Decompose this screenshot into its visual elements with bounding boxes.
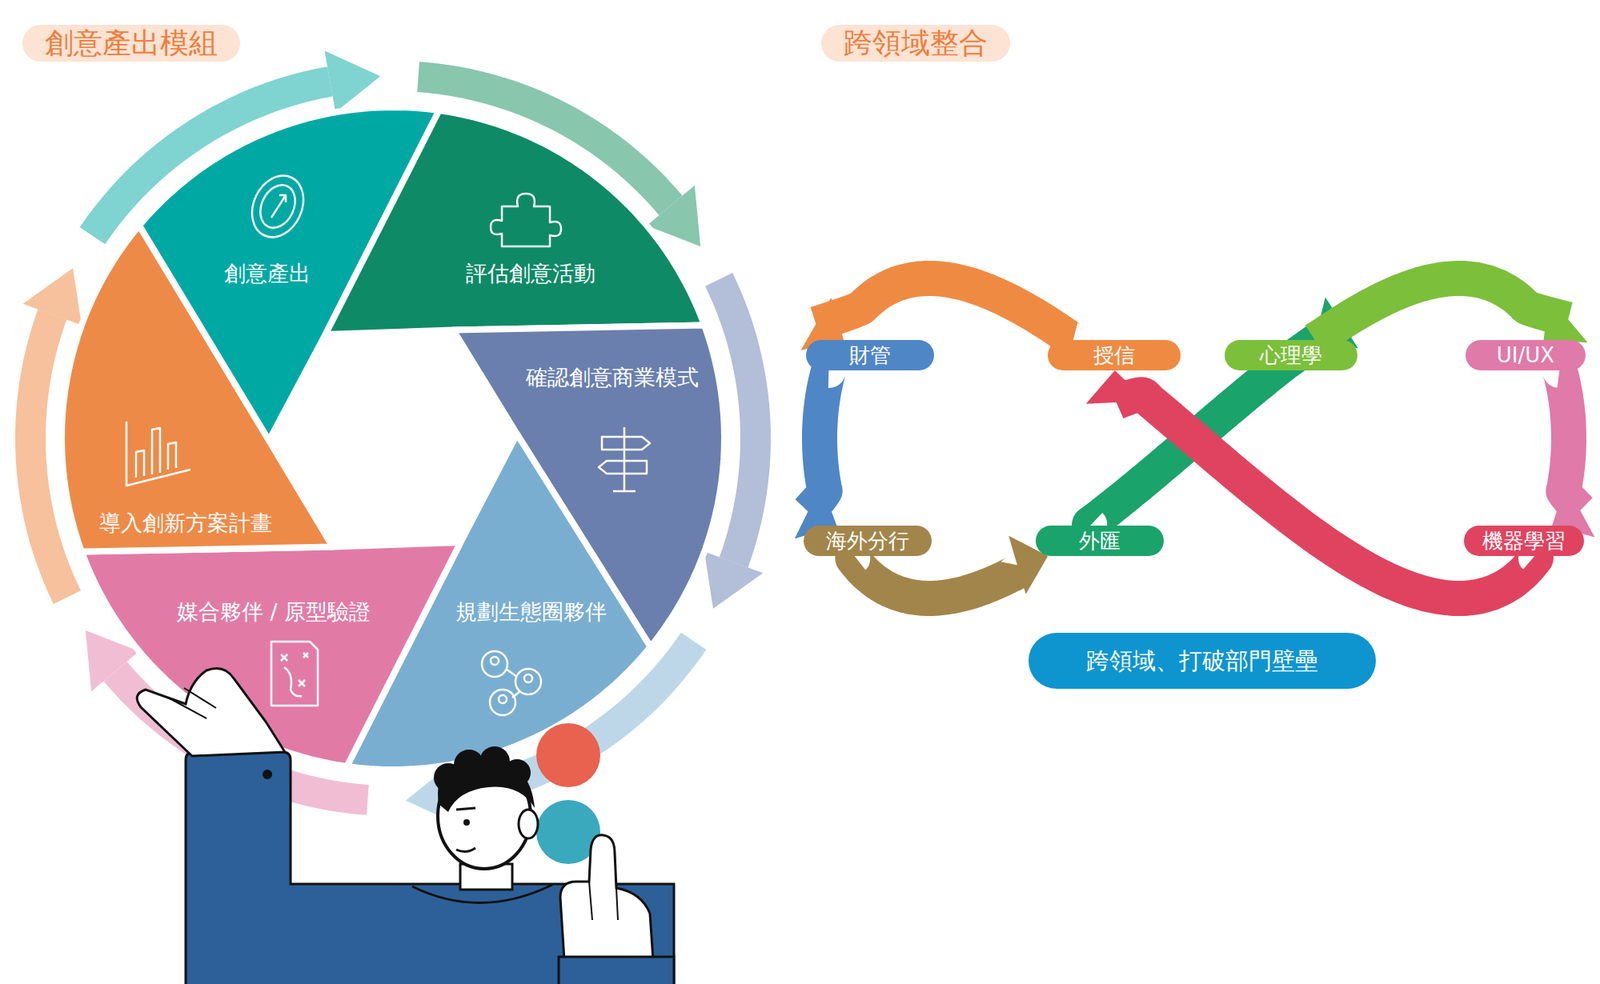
icon-part: [242, 167, 313, 246]
flow-arrow: [1086, 370, 1536, 599]
icon-part: [524, 674, 533, 683]
icon-part: [490, 657, 499, 666]
button: [262, 769, 273, 780]
icon-part: [271, 195, 286, 218]
icon: [126, 421, 191, 486]
domain-pill: 授信: [1047, 340, 1181, 371]
flow-arrow: [794, 370, 838, 539]
aperture-blade: [81, 542, 461, 767]
label-text: 心理學: [1232, 343, 1350, 368]
domain-pill: 海外分行: [803, 525, 932, 557]
raised-hand: [136, 669, 285, 757]
label-text: 創意產出: [224, 260, 311, 287]
stage-label: 規劃生態圈夥伴: [452, 597, 610, 627]
pointing-hand: [560, 835, 654, 961]
ring-arrow-head: [324, 50, 381, 113]
stage-label: 評估創意活動: [462, 259, 599, 289]
icon: [490, 193, 562, 247]
heading-pill: 跨領域整合: [821, 24, 1011, 62]
domain-pill: 心理學: [1224, 340, 1358, 371]
flow-arrow: [1315, 278, 1588, 343]
stage-label: 創意產出: [220, 259, 314, 289]
label-text: 機器學習: [1471, 529, 1576, 554]
icon-part: [280, 653, 309, 697]
label-text: 確認創意商業模式: [525, 364, 699, 391]
stage-label: 導入創新方案計畫: [96, 509, 276, 538]
stage-label: 確認創意商業模式: [522, 363, 702, 393]
eye: [463, 819, 470, 827]
icon-part: [505, 669, 521, 698]
flow-arrow: [1551, 370, 1595, 538]
icon: [598, 427, 650, 492]
summary-pill: 跨領域、打破部門壁壘: [1028, 633, 1376, 690]
label-text: 跨領域、打破部門壁壘: [1044, 647, 1360, 675]
flow-band: [1116, 394, 1536, 599]
domain-pill: UI/UX: [1465, 340, 1586, 371]
domain-pill: 外匯: [1035, 525, 1164, 557]
ring-arrow-head: [704, 552, 763, 610]
eyebrow: [456, 808, 476, 811]
cuff: [558, 957, 674, 984]
icon-part: [489, 689, 516, 716]
finger-line: [168, 688, 217, 719]
label-text: UI/UX: [1473, 343, 1578, 368]
label-text: 創意產出模組: [44, 27, 218, 60]
flow-band: [1315, 278, 1569, 341]
jacket: [185, 752, 674, 984]
flow-band: [852, 556, 1018, 599]
label-text: 財管: [814, 343, 927, 368]
label-text: 海外分行: [811, 529, 924, 554]
label-text: 授信: [1055, 343, 1173, 368]
label-text: 規劃生態圈夥伴: [455, 599, 607, 626]
label-text: 媒合夥伴 / 原型驗證: [176, 599, 371, 626]
domain-pill: 機器學習: [1463, 525, 1584, 557]
label-text: 跨領域整合: [843, 27, 988, 60]
person-figure: [136, 669, 674, 984]
collar: [412, 885, 553, 904]
ear: [518, 810, 538, 839]
label-text: 導入創新方案計畫: [99, 510, 273, 537]
icon: [481, 651, 542, 716]
ring-arrow-head: [23, 268, 82, 325]
aperture-blade: [61, 225, 333, 553]
dot: [536, 723, 601, 788]
domain-pill: 財管: [806, 340, 935, 371]
icon-part: [481, 651, 508, 678]
flow-band: [1559, 370, 1580, 511]
icon-part: [598, 427, 650, 492]
label-text: 外匯: [1043, 529, 1156, 554]
icon-part: [126, 421, 191, 486]
icon-part: [498, 695, 507, 704]
heading-pill: 創意產出模組: [22, 24, 241, 62]
icon: [271, 641, 318, 706]
arrow-head: [1086, 370, 1147, 405]
hair: [453, 749, 485, 781]
hair: [503, 759, 531, 787]
finger-line: [589, 882, 618, 921]
mouth: [456, 848, 476, 853]
icon-part: [271, 641, 318, 706]
flow-band: [815, 278, 1073, 341]
label-text: 評估創意活動: [465, 260, 596, 287]
flow-band: [807, 370, 829, 512]
aperture-blade: [325, 110, 705, 335]
icon-part: [253, 179, 302, 234]
arrow-head: [1543, 296, 1588, 343]
icon: [242, 167, 313, 246]
icon-part: [490, 193, 562, 247]
stage-label: 媒合夥伴 / 原型驗證: [173, 597, 374, 627]
icon-part: [515, 669, 542, 695]
aperture-wheel: [15, 50, 771, 827]
